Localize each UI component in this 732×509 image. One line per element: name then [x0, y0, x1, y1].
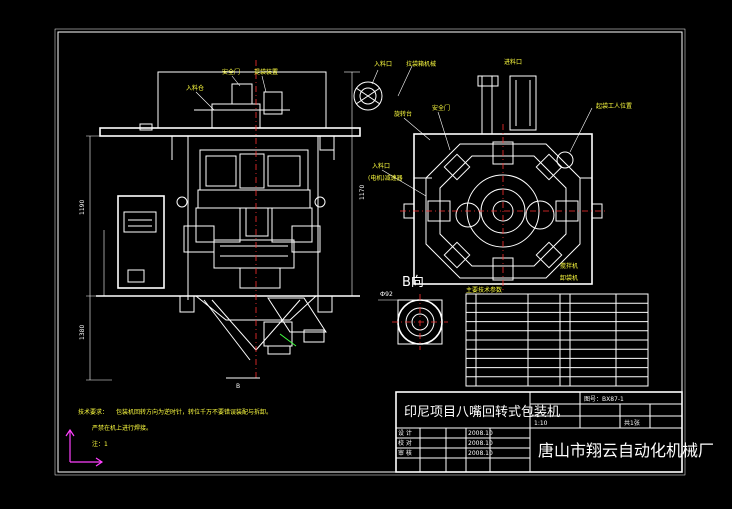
drawing-number: 图号：BX87-1	[584, 396, 624, 403]
label-mixer: 搅拌机	[560, 262, 578, 270]
notes-line1: 技术要求：	[78, 408, 108, 416]
ucs-icon	[65, 428, 104, 467]
row-label-design: 设 计	[398, 429, 412, 437]
label-inlet-right: 进料口	[504, 58, 522, 66]
label-hopper: 入料仓	[186, 84, 204, 92]
label-bag-turntable: 旋转台	[394, 110, 412, 118]
technical-notes: 技术要求： 包装机回转方向为逆时针，转位千万不要错误装配与拆卸。 严禁在机上进行…	[78, 408, 272, 448]
dim-height-left: 1190	[79, 200, 86, 215]
label-safety-door-plan: 安全门	[432, 104, 450, 112]
view-b-arrow-label: B	[236, 383, 240, 390]
parameter-table: 主要技术参数	[465, 286, 649, 387]
label-bag-clamp: 拉袋箱机械	[406, 60, 436, 68]
title-block: 印尼项目八嘴回转式包装机 图号：BX87-1 1:10 共1张 唐山市翔云自动化…	[395, 391, 714, 473]
view-b: B向 Ф92	[378, 274, 448, 350]
dim-b-view: Ф92	[380, 291, 393, 298]
notes-line2: 严禁在机上进行焊接。	[92, 424, 152, 432]
notes-line3: 注：1	[92, 440, 108, 448]
view-b-label: B向	[402, 274, 424, 290]
outer-frame	[57, 31, 683, 473]
date-check: 2008.10	[468, 440, 493, 447]
row-label-check: 校 对	[398, 439, 412, 447]
dim-base: 1380	[79, 325, 86, 340]
company-name: 唐山市翔云自动化机械厂	[538, 441, 714, 460]
label-inlet-top: 入料口	[374, 60, 392, 68]
label-lift-cylinder: 提袋装置	[254, 68, 278, 76]
drawing-title: 印尼项目八嘴回转式包装机	[404, 405, 560, 420]
label-main-motor: (电机)减速器	[368, 174, 403, 182]
label-safety-door: 安全门	[222, 68, 240, 76]
label-bag-inlet-pipe: 起袋工人位置	[596, 102, 632, 110]
notes-line1-body: 包装机回转方向为逆时针，转位千万不要错误装配与拆卸。	[116, 408, 272, 416]
drawing-sheet: 共1张	[624, 419, 640, 427]
date-design: 2008.10	[468, 430, 493, 437]
label-feed-inlet: 入料口	[372, 162, 390, 170]
dim-total-height: 1170	[359, 185, 366, 200]
label-discharge: 卸袋机	[560, 274, 578, 282]
row-label-review: 审 核	[398, 449, 412, 457]
plan-view: 安全门 旋转台 起袋工人位置 入料口 (电机)减速器 搅拌机 卸袋机	[368, 102, 632, 292]
param-table-title: 主要技术参数	[466, 286, 502, 294]
inner-frame	[54, 28, 686, 476]
drawing-scale: 1:10	[534, 420, 548, 427]
date-review: 2008.10	[468, 450, 493, 457]
inlet-detail: 入料口 拉袋箱机械 进料口	[353, 58, 537, 134]
front-view: B 1190 1380 1170 入料仓 安全门 提袋装置	[79, 60, 366, 390]
